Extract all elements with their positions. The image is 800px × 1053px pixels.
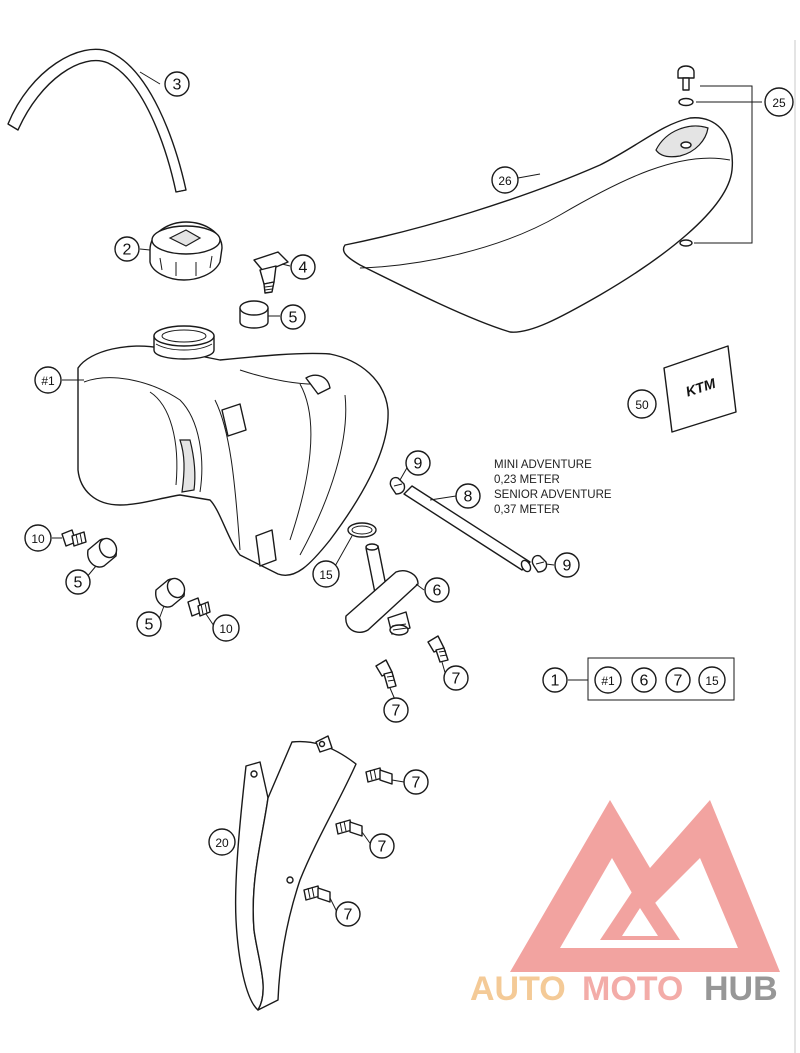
callout-20: 20 [208, 828, 236, 856]
callout-7-c: 7 [403, 769, 429, 795]
watermark-hub: HUB [704, 970, 778, 1008]
callout-1: 1 [542, 667, 568, 693]
kit-item-7: 7 [665, 667, 691, 693]
automotohub-logo-mark [510, 800, 780, 972]
bolt-part-10-lower [187, 597, 211, 617]
callout-6: 6 [424, 577, 450, 603]
fuel-tank-part-1 [77, 325, 389, 576]
rubber-bushing-part-5-left [87, 537, 118, 568]
screw-part-7-e [303, 885, 331, 903]
callout-7-d-label: 7 [378, 839, 387, 856]
kit-item-6-label: 6 [640, 673, 649, 690]
kit-item-1: #1 [594, 666, 622, 694]
callout-5-top: 5 [280, 304, 306, 330]
callout-3: 3 [164, 71, 190, 97]
callout-8: 8 [455, 483, 481, 509]
callout-25-label: 25 [772, 96, 786, 110]
callout-7-b: 7 [383, 697, 409, 723]
fuel-cap-part-2 [149, 221, 223, 281]
callout-50-label: 50 [635, 398, 649, 412]
callout-7-a: 7 [443, 665, 469, 691]
callout-3-label: 3 [173, 77, 182, 94]
callout-5-left-label: 5 [74, 575, 83, 592]
callout-15-label: 15 [319, 568, 333, 582]
callout-9-bottom-label: 9 [563, 558, 572, 575]
callout-2-label: 2 [123, 242, 132, 259]
kit-item-6: 6 [631, 667, 657, 693]
hose-clamp-part-9-bottom [531, 554, 548, 573]
callout-7-e: 7 [335, 901, 361, 927]
rubber-bushing-part-5-top [239, 300, 269, 329]
callout-9-top-label: 9 [414, 456, 423, 473]
callout-26-label: 26 [498, 174, 512, 188]
callout-9-bottom: 9 [554, 552, 580, 578]
fuel-tap-part-6 [345, 543, 419, 636]
screw-part-7-c [365, 767, 393, 785]
callout-50: 50 [627, 389, 657, 419]
callout-tank-1-label: #1 [41, 374, 55, 388]
bolt-part-10-left [61, 529, 87, 547]
callout-10-lower: 10 [212, 614, 240, 642]
kit-item-15-label: 15 [705, 674, 719, 688]
rubber-bushing-part-5-lower [155, 577, 186, 608]
callout-5-lower: 5 [136, 611, 162, 637]
callout-6-label: 6 [433, 583, 442, 600]
screw-part-7-b [375, 659, 397, 689]
callout-9-top: 9 [405, 450, 431, 476]
note-line-1: MINI ADVENTURE [494, 459, 592, 471]
callout-7-e-label: 7 [344, 907, 353, 924]
callout-8-label: 8 [464, 489, 473, 506]
fuel-hose-part-8 [403, 485, 532, 573]
callout-10-left: 10 [24, 524, 52, 552]
callout-5-lower-label: 5 [145, 617, 154, 634]
kit-item-1-label: #1 [601, 674, 615, 688]
callout-5-left: 5 [65, 569, 91, 595]
note-line-3: SENIOR ADVENTURE [494, 489, 612, 501]
shroud-part-20 [234, 735, 357, 1011]
callout-7-b-label: 7 [392, 703, 401, 720]
callout-25: 25 [764, 87, 794, 117]
callout-tank-1: #1 [34, 366, 62, 394]
kit-item-7-label: 7 [674, 673, 683, 690]
note-line-2: 0,23 METER [494, 474, 560, 486]
watermark-auto: AUTO [470, 970, 566, 1008]
note-line-4: 0,37 METER [494, 504, 560, 516]
o-ring-part-15 [347, 522, 377, 538]
callout-4-label: 4 [299, 260, 308, 277]
callout-26: 26 [491, 166, 519, 194]
hose-length-note: MINI ADVENTURE 0,23 METER SENIOR ADVENTU… [494, 459, 612, 516]
automotohub-watermark: AUTO MOTO HUB [470, 800, 780, 1008]
seat-bolt-part-25 [677, 65, 762, 244]
seat-part-26 [342, 117, 734, 333]
callout-10-left-label: 10 [31, 532, 45, 546]
callout-10-lower-label: 10 [219, 622, 233, 636]
callout-1-label: 1 [551, 673, 560, 690]
callout-20-label: 20 [215, 836, 229, 850]
screw-part-7-a [427, 635, 449, 663]
kit-item-15: 15 [698, 666, 726, 694]
screw-part-7-d [335, 819, 363, 837]
ktm-decal-part-50: KTM [663, 345, 737, 433]
callout-7-d: 7 [369, 833, 395, 859]
bolt-part-4 [253, 251, 289, 294]
callout-2: 2 [114, 236, 140, 262]
vent-hose-part-3 [7, 48, 187, 193]
callout-15: 15 [312, 560, 340, 588]
callout-7-a-label: 7 [452, 671, 461, 688]
callout-4: 4 [290, 254, 316, 280]
callout-5-top-label: 5 [289, 310, 298, 327]
watermark-moto: MOTO [582, 970, 683, 1008]
callout-7-c-label: 7 [412, 775, 421, 792]
hose-clamp-part-9-top [389, 476, 406, 495]
